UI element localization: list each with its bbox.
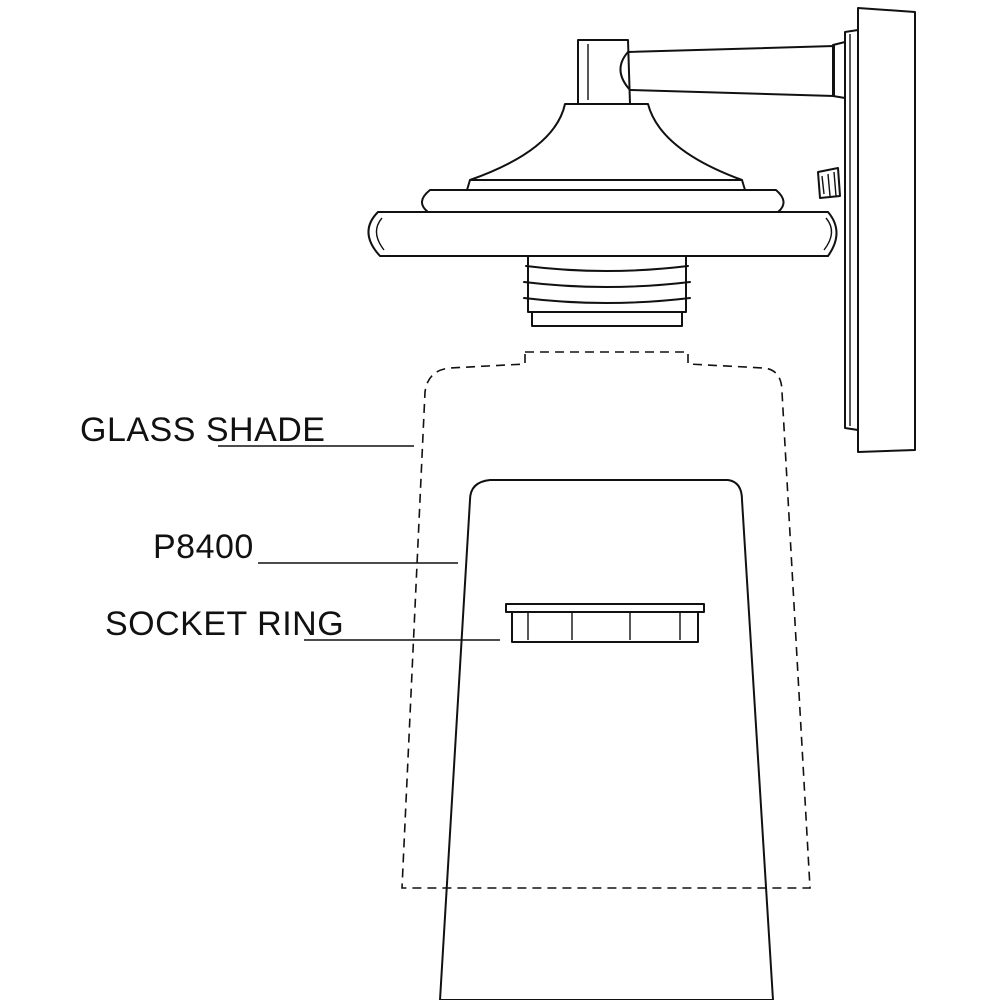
lamp-canopy	[367, 103, 838, 257]
wall-backplate	[832, 7, 916, 453]
p8400-glass	[439, 479, 774, 1000]
socket-ring	[505, 603, 705, 643]
threaded-socket	[523, 255, 691, 327]
socket-ring-label: SOCKET RING	[105, 605, 345, 643]
glass-shade	[401, 351, 811, 889]
mounting-arm	[577, 39, 835, 105]
glass-shade-label: GLASS SHADE	[80, 411, 326, 449]
p8400-label: P8400	[153, 528, 254, 566]
mounting-screw	[817, 167, 841, 199]
